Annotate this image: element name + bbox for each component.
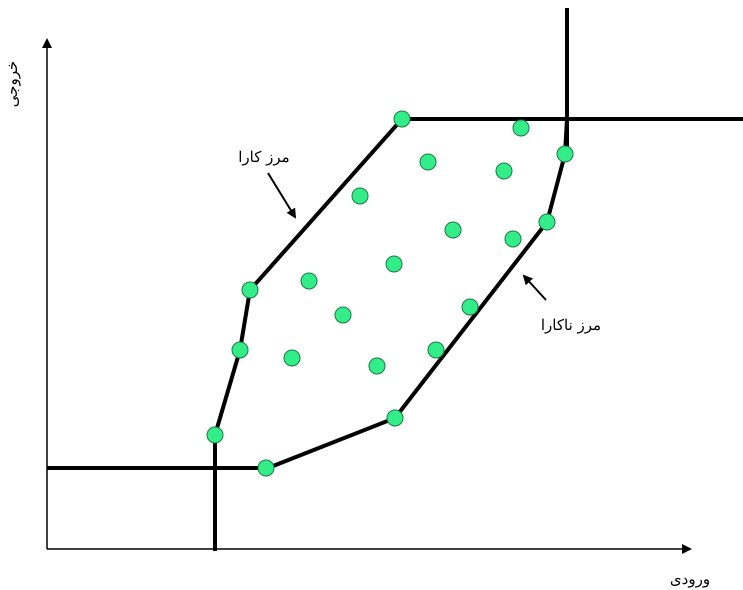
dmu-point [241,281,259,299]
dmu-point [556,145,574,163]
dmu-point [427,341,445,359]
inefficient-frontier-arrow [522,274,547,301]
dmu-points [206,110,574,477]
dmu-point [538,213,556,231]
dmu-point [257,459,275,477]
dmu-point [231,341,249,359]
dmu-point [368,357,386,375]
inefficient-frontier-line [267,118,569,470]
efficient-frontier-line [213,117,404,436]
dmu-point [495,162,513,180]
efficient-frontier-arrow [267,172,297,219]
dmu-point [283,349,301,367]
inefficient-frontier-label: مرز ناکارا [541,316,601,334]
dmu-point [385,255,403,273]
dmu-point [444,221,462,239]
dmu-point [206,426,224,444]
dmu-point [351,187,369,205]
dmu-point [419,153,437,171]
dmu-point [393,110,411,128]
dmu-point [386,409,404,427]
dmu-point [300,272,318,290]
dmu-point [512,119,530,137]
dmu-point [504,230,522,248]
efficient-frontier-label: مرز کارا [238,148,289,166]
y-axis-label: خروجی [3,61,21,108]
x-axis-label: ورودی [670,570,710,588]
dmu-point [461,298,479,316]
dmu-point [334,306,352,324]
